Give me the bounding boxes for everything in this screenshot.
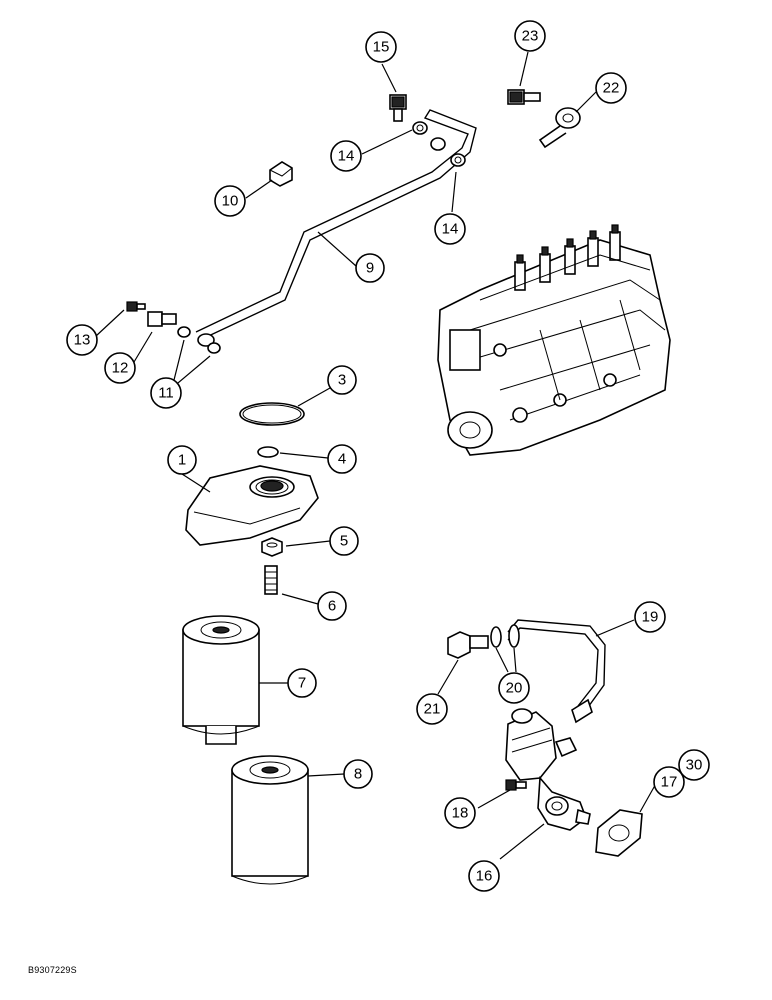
washer-pump-a xyxy=(490,626,502,648)
callout-23: 23 xyxy=(514,20,546,52)
callout-6: 6 xyxy=(317,591,347,621)
sealing-washer-a xyxy=(412,121,428,135)
callout-5-label: 5 xyxy=(340,533,348,550)
callout-13: 13 xyxy=(66,324,98,356)
filter-adapter-stud xyxy=(264,565,278,595)
fuel-filter-element-secondary xyxy=(231,755,309,885)
fuel-filter-element-primary xyxy=(182,615,260,745)
washer-pump-b xyxy=(508,624,520,648)
callout-16: 16 xyxy=(468,860,500,892)
callout-4: 4 xyxy=(327,444,357,474)
fuel-tube-upper xyxy=(195,109,477,347)
fuel-tube-lower xyxy=(507,619,606,724)
callout-14-lower: 14 xyxy=(434,213,466,245)
callout-6-label: 6 xyxy=(328,598,336,615)
callout-13-label: 13 xyxy=(74,332,91,349)
callout-11-label: 11 xyxy=(158,385,174,402)
callout-7-label: 7 xyxy=(298,675,306,692)
sealing-washer-b xyxy=(450,153,466,167)
callout-12: 12 xyxy=(104,352,136,384)
callout-10-label: 10 xyxy=(222,193,239,210)
banjo-fitting xyxy=(538,107,581,149)
callout-22: 22 xyxy=(595,72,627,104)
lift-pump-gasket xyxy=(595,809,643,857)
callout-18-label: 18 xyxy=(452,805,469,822)
leader-lines xyxy=(95,51,659,860)
callout-20-label: 20 xyxy=(506,680,523,697)
callout-7: 7 xyxy=(287,668,317,698)
callout-17-label: 17 xyxy=(661,774,678,791)
callout-20: 20 xyxy=(498,672,530,704)
banjo-bolt-lower xyxy=(147,311,177,327)
fuel-lift-pump xyxy=(505,708,591,831)
washer-lower-a xyxy=(177,326,191,338)
callout-22-label: 22 xyxy=(603,80,620,97)
callout-30-label: 30 xyxy=(686,757,703,774)
callout-10: 10 xyxy=(214,185,246,217)
callout-21: 21 xyxy=(416,693,448,725)
banjo-bolt-upper xyxy=(389,94,407,122)
lift-pump-bolt xyxy=(505,779,527,791)
washer-lower-b xyxy=(207,342,221,354)
small-o-ring xyxy=(257,446,279,458)
callout-4-label: 4 xyxy=(338,451,346,468)
fuel-filter-head xyxy=(185,465,319,546)
callout-14-upper: 14 xyxy=(330,140,362,172)
filter-head-o-ring xyxy=(239,402,305,426)
callout-19: 19 xyxy=(634,601,666,633)
fuel-injection-pump-illustration xyxy=(437,224,671,456)
callout-12-label: 12 xyxy=(112,360,129,377)
callout-8: 8 xyxy=(343,759,373,789)
callout-11: 11 xyxy=(150,377,182,409)
callout-9: 9 xyxy=(355,253,385,283)
callout-5: 5 xyxy=(329,526,359,556)
filter-head-nut xyxy=(261,537,283,557)
callout-1-label: 1 xyxy=(178,452,186,469)
callout-3: 3 xyxy=(327,365,357,395)
callout-21-label: 21 xyxy=(424,701,441,718)
callout-3-label: 3 xyxy=(338,372,346,389)
callout-14-lower-label: 14 xyxy=(442,221,459,238)
callout-19-label: 19 xyxy=(642,609,659,626)
reference-code: B9307229S xyxy=(28,965,77,975)
callout-14-upper-label: 14 xyxy=(338,148,355,165)
tube-clip xyxy=(269,161,293,187)
callout-17: 17 xyxy=(653,766,685,798)
callout-15-label: 15 xyxy=(373,39,390,56)
callout-1: 1 xyxy=(167,445,197,475)
callout-18: 18 xyxy=(444,797,476,829)
callout-8-label: 8 xyxy=(354,766,362,783)
callout-30: 30 xyxy=(678,749,710,781)
callout-16-label: 16 xyxy=(476,868,493,885)
callout-23-label: 23 xyxy=(522,28,539,45)
banjo-bolt-right xyxy=(507,89,541,105)
small-bolt xyxy=(126,301,146,312)
callout-9-label: 9 xyxy=(366,260,374,277)
banjo-bolt-pump xyxy=(447,631,489,659)
callout-15: 15 xyxy=(365,31,397,63)
